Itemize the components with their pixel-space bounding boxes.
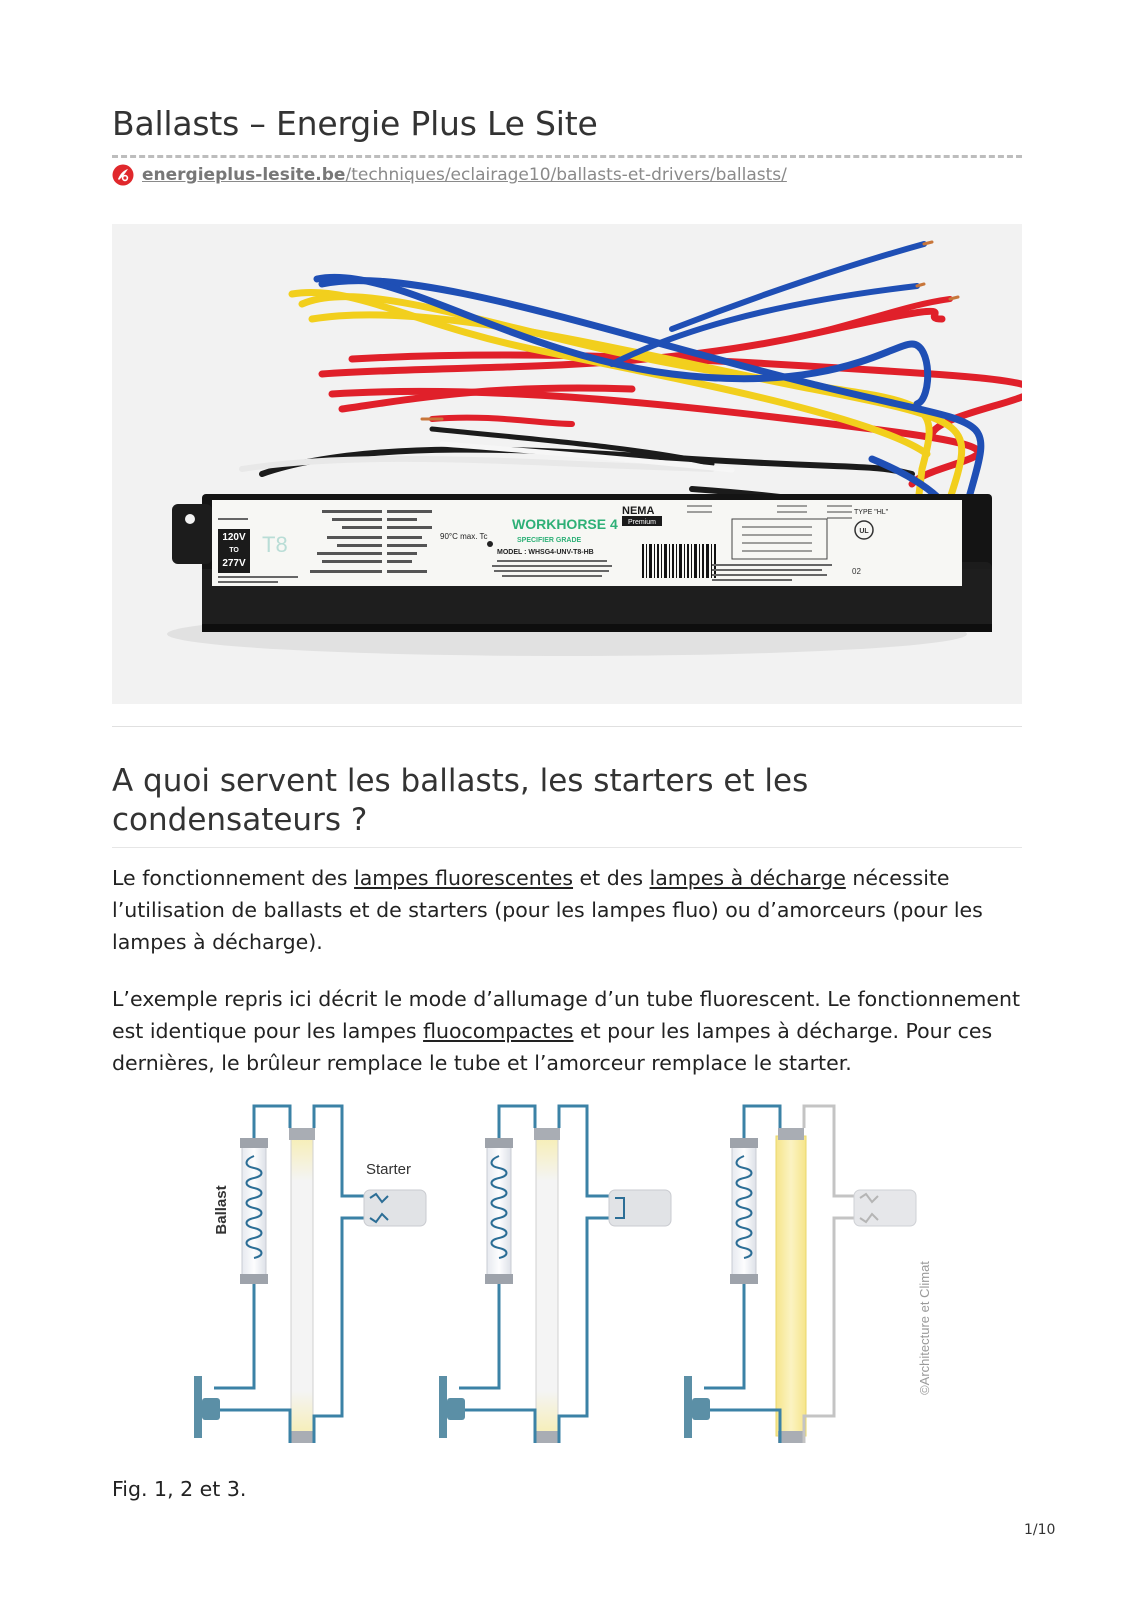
label-grade: SPECIFIER GRADE [517, 537, 582, 544]
label-nema-sub: Premium [628, 519, 656, 526]
label-type-hl: TYPE "HL" [854, 509, 889, 516]
svg-text:UL: UL [859, 528, 869, 535]
source-link[interactable]: energieplus-lesite.be/techniques/eclaira… [142, 165, 787, 185]
section-heading: A quoi servent les ballasts, les starter… [112, 763, 809, 838]
label-nema: NEMA [622, 505, 654, 517]
figure-caption: Fig. 1, 2 et 3. [112, 1477, 247, 1501]
p2-text-end: et pour les lampes à décharge. Pour ces … [112, 1019, 993, 1075]
link-lampes-fluorescentes[interactable]: lampes fluorescentes [354, 866, 574, 890]
label-voltage-top: 120V [222, 532, 246, 543]
p1-text-end: nécessite l’utilisation de ballasts et d… [112, 866, 983, 954]
label-brand: WORKHORSE 4 [512, 516, 618, 532]
source-path: /techniques/eclairage10/ballasts-et-driv… [345, 165, 787, 185]
starter-label: Starter [366, 1161, 411, 1178]
source-domain: energieplus-lesite.be [142, 165, 346, 185]
paragraph-1: Le fonctionnement des lampes fluorescent… [112, 862, 1022, 958]
label-voltage-mid: TO [229, 547, 239, 554]
section-divider [112, 726, 1022, 727]
diagram-panel-2 [439, 1104, 672, 1443]
label-code: 02 [852, 567, 861, 576]
p1-text-start: Le fonctionnement des [112, 866, 355, 890]
p2-text-start: L’exemple repris ici décrit le mode d’al… [112, 987, 1020, 1043]
source-link-row: energieplus-lesite.be/techniques/eclaira… [112, 164, 787, 186]
label-voltage-bottom: 277V [222, 558, 246, 569]
label-temp: 90°C max. Tc [440, 532, 488, 541]
diagram-panel-1 [194, 1104, 427, 1443]
link-fluocompactes[interactable]: fluocompactes [423, 1019, 574, 1043]
page-title: Ballasts – Energie Plus Le Site [112, 104, 598, 143]
ballast-label: Ballast [213, 1185, 230, 1234]
diagram-panel-3 [684, 1104, 917, 1443]
site-logo-icon [112, 164, 134, 186]
label-lamp-type: T8 [262, 532, 288, 557]
paragraph-2: L’exemple repris ici décrit le mode d’al… [112, 983, 1022, 1079]
starter-diagram: Ballast Starter [194, 1104, 932, 1443]
p1-text-mid: et des [573, 866, 650, 890]
ballast-photo: 120V TO 277V T8 90°C max. Tc WORKHORSE 4… [112, 224, 1022, 704]
label-model: MODEL : WHSG4-UNV-T8-HB [497, 549, 594, 556]
heading-underline [112, 847, 1022, 848]
diagram-copyright: ©Architecture et Climat [917, 1261, 932, 1395]
title-divider [112, 155, 1022, 158]
link-lampes-a-decharge[interactable]: lampes à décharge [649, 866, 846, 890]
page-number: 1/10 [1024, 1522, 1056, 1538]
